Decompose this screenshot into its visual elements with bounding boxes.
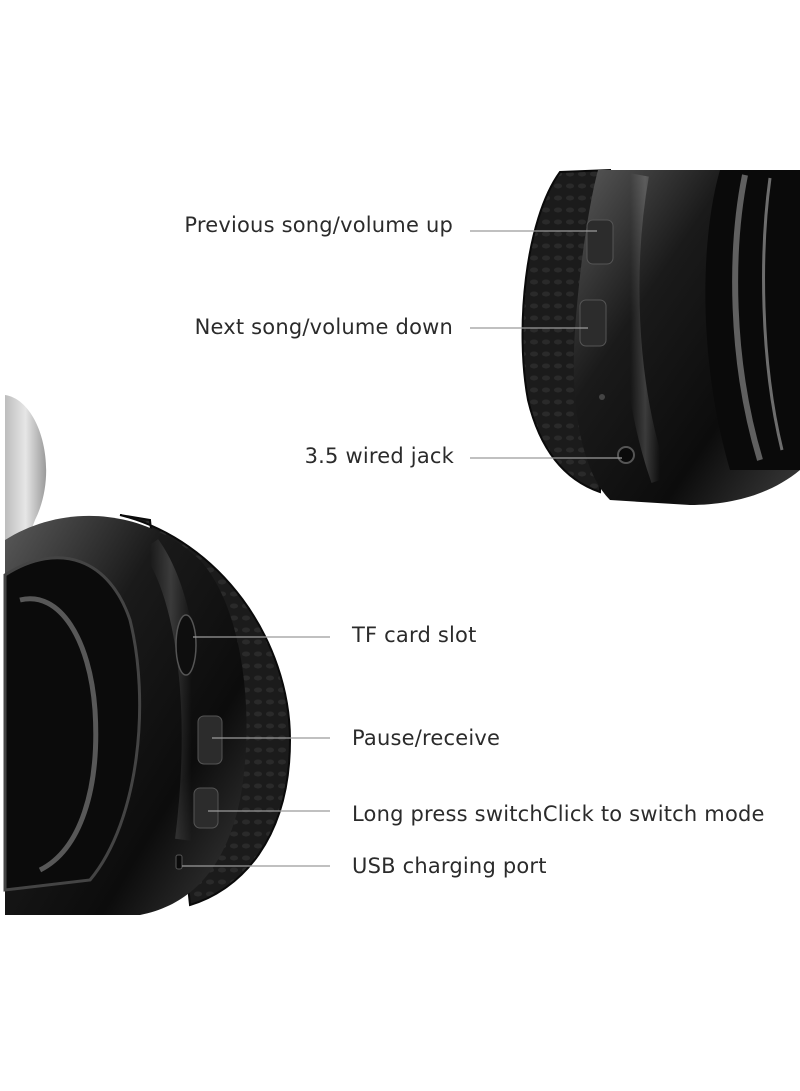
leader-lines	[182, 230, 622, 867]
callout-pause-receive: Pause/receive	[352, 726, 501, 750]
callout-long-press: Long press switchClick to switch mode	[352, 802, 765, 826]
callout-usb-charging-port: USB charging port	[352, 854, 547, 878]
callout-wired-jack: 3.5 wired jack	[304, 444, 454, 468]
callout-tf-card-slot: TF card slot	[352, 623, 477, 647]
top-ear-cup	[521, 168, 800, 505]
callout-next-song: Next song/volume down	[194, 315, 453, 339]
bottom-ear-cup	[3, 395, 292, 915]
callout-previous-song: Previous song/volume up	[184, 213, 453, 237]
